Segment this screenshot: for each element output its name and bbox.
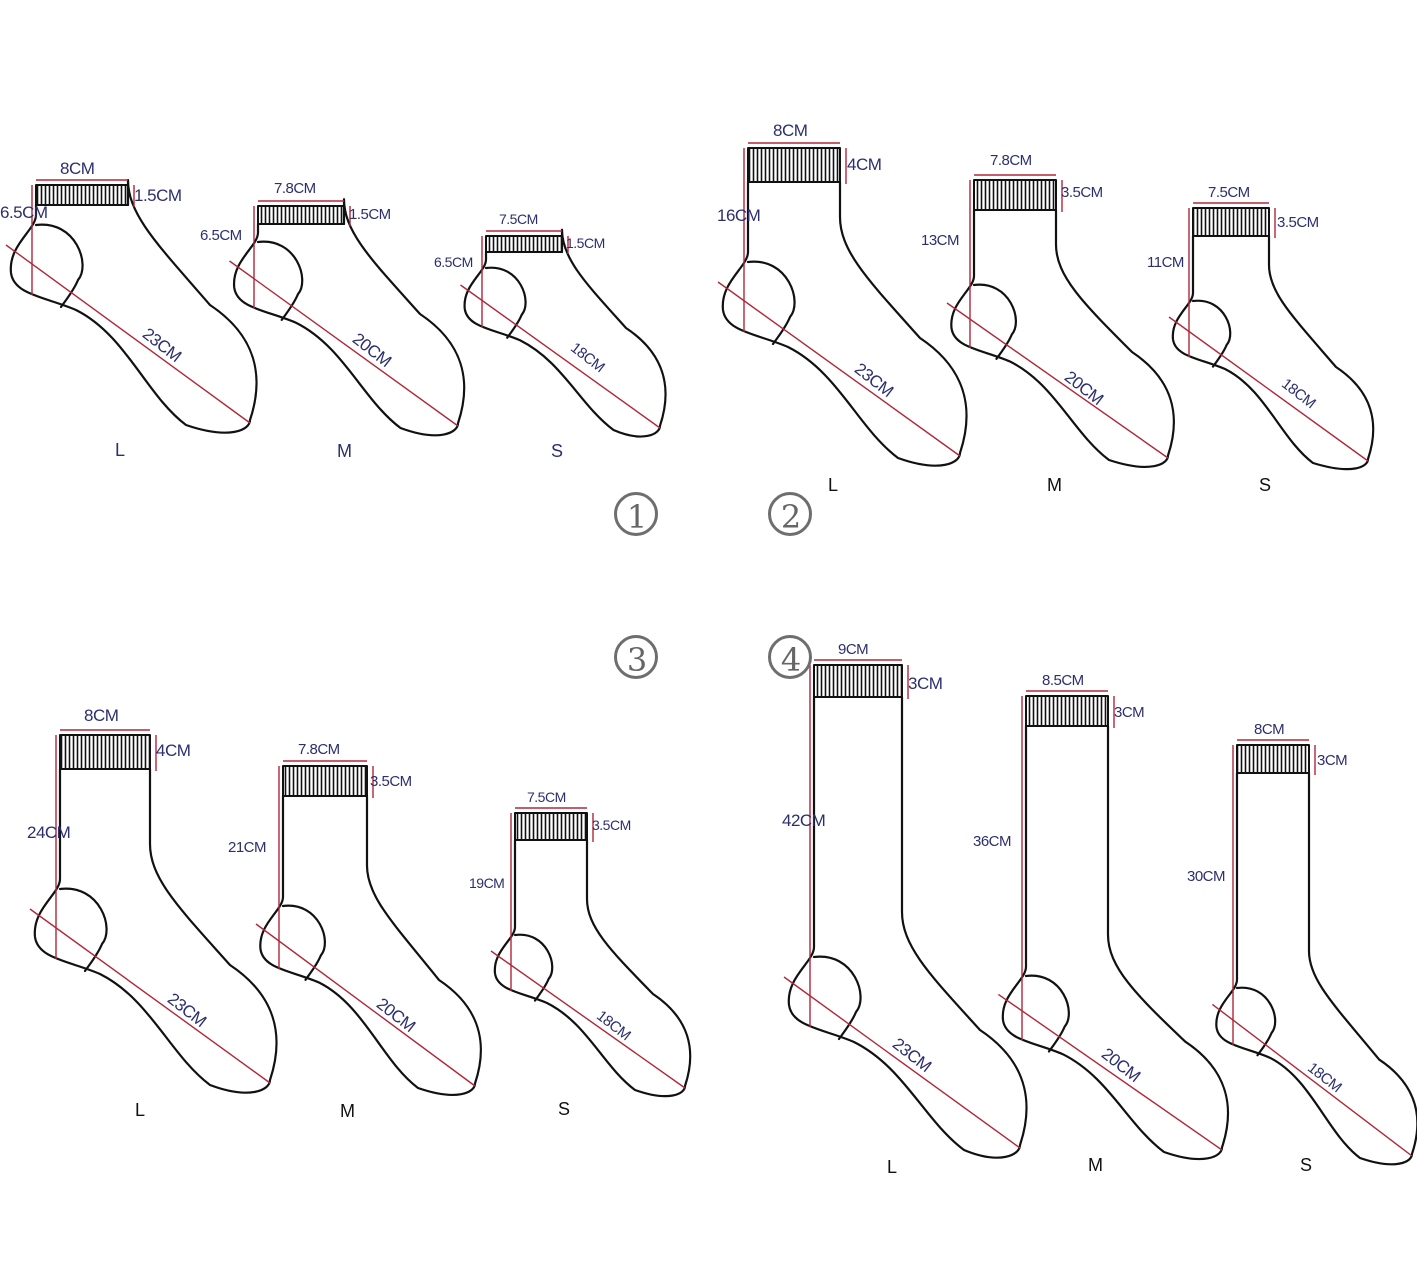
cuff-height-label: 3.5CM [1061, 184, 1103, 201]
opening-width-label: 8CM [773, 121, 808, 140]
opening-width-label: 7.8CM [298, 741, 340, 758]
size-label: M [1047, 475, 1062, 495]
group-badge-2: 2 [766, 490, 816, 540]
leg-height-label: 16CM [717, 206, 761, 225]
size-label: M [1088, 1155, 1103, 1175]
group-badge-1: 1 [612, 490, 662, 540]
size-label: L [115, 440, 126, 460]
cuff-height-label: 3.5CM [592, 817, 631, 833]
leg-height-label: 30CM [1187, 868, 1226, 885]
size-label: M [337, 441, 352, 461]
cuff-height-label: 4CM [156, 741, 191, 760]
leg-height-label: 42CM [782, 811, 826, 830]
opening-width-label: 7.8CM [990, 152, 1032, 169]
cuff-height-label: 1.5CM [349, 206, 391, 223]
cuff-height-label: 3CM [1317, 752, 1348, 769]
cuff-height-label: 3.5CM [370, 773, 412, 790]
leg-height-label: 19CM [469, 875, 505, 891]
group-badge-4: 4 [766, 633, 816, 683]
cuff-height-label: 4CM [847, 155, 882, 174]
opening-width-label: 7.5CM [527, 789, 566, 805]
leg-height-label: 24CM [27, 823, 71, 842]
opening-width-label: 8CM [84, 706, 119, 725]
leg-height-label: 6.5CM [0, 203, 48, 222]
cuff-height-label: 3CM [908, 674, 943, 693]
size-label: S [551, 441, 564, 461]
opening-width-label: 7.5CM [1208, 184, 1250, 201]
leg-height-label: 36CM [973, 833, 1012, 850]
leg-height-label: 13CM [921, 232, 960, 249]
size-label: L [828, 475, 839, 495]
size-label: S [558, 1099, 571, 1119]
opening-width-label: 8.5CM [1042, 672, 1084, 689]
opening-width-label: 8CM [1254, 721, 1285, 738]
leg-height-label: 21CM [228, 839, 267, 856]
opening-width-label: 7.8CM [274, 180, 316, 197]
cuff-height-label: 3CM [1114, 704, 1145, 721]
opening-width-label: 8CM [60, 159, 95, 178]
opening-width-label: 7.5CM [499, 211, 538, 227]
cuff-height-label: 3.5CM [1277, 214, 1319, 231]
size-label: L [887, 1157, 898, 1177]
size-label: L [135, 1100, 146, 1120]
size-label: M [340, 1101, 355, 1121]
leg-height-label: 6.5CM [200, 227, 242, 244]
leg-height-label: 11CM [1147, 254, 1184, 271]
opening-width-label: 9CM [838, 641, 869, 658]
leg-height-label: 6.5CM [434, 254, 473, 270]
size-label: S [1259, 475, 1272, 495]
cuff-height-label: 1.5CM [134, 186, 182, 205]
cuff-height-label: 1.5CM [566, 235, 605, 251]
group-badge-3: 3 [612, 633, 662, 683]
size-label: S [1300, 1155, 1313, 1175]
